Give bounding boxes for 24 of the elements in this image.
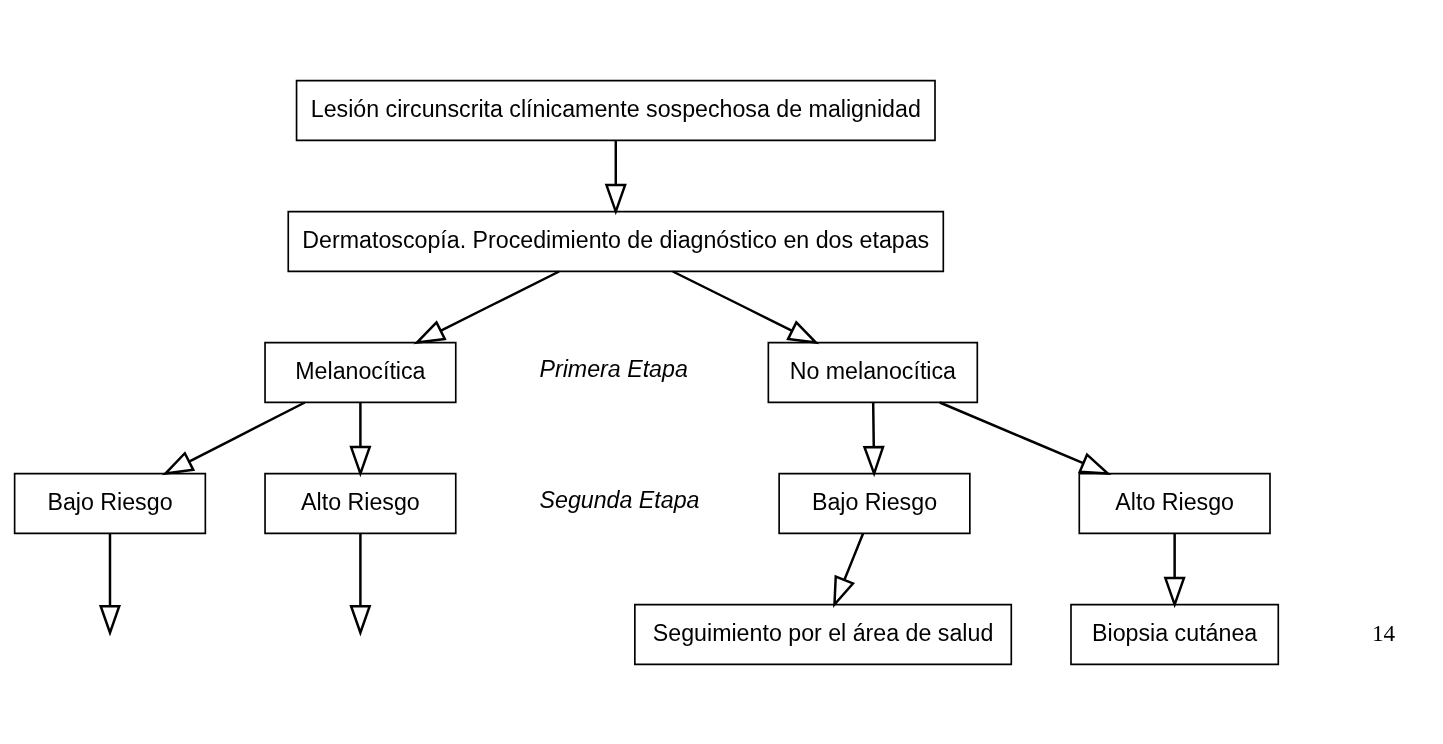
arrow (939, 400, 1112, 475)
label: 14 (1371, 619, 1396, 646)
label: Segunda Etapa (539, 486, 700, 513)
arrow (833, 532, 865, 608)
node-box: Bajo Riesgo (778, 472, 971, 534)
arrow (349, 402, 372, 477)
node-box: Lesión circunscrita clínicamente sospechosa de malignidad (295, 79, 936, 141)
arrow (413, 269, 560, 344)
node-box: Seguimiento por el área de salud (634, 603, 1013, 665)
arrow (862, 402, 885, 477)
label: Primera Etapa (539, 355, 688, 382)
arrow (1163, 533, 1186, 608)
arrow (349, 533, 372, 636)
node-box: Biopsia cutánea (1070, 603, 1280, 665)
node-box: Dermatoscopía. Procedimiento de diagnóstico en dos etapas (287, 210, 945, 272)
arrow (672, 269, 820, 344)
node-box: Bajo Riesgo (13, 472, 207, 534)
node-box: Alto Riesgo (264, 472, 457, 534)
node-box: No melanocítica (767, 341, 979, 403)
arrow (604, 140, 627, 215)
node-box: Alto Riesgo (1078, 472, 1271, 534)
node-box: Melanocítica (264, 341, 457, 403)
arrow (98, 533, 122, 636)
arrow (162, 400, 306, 475)
